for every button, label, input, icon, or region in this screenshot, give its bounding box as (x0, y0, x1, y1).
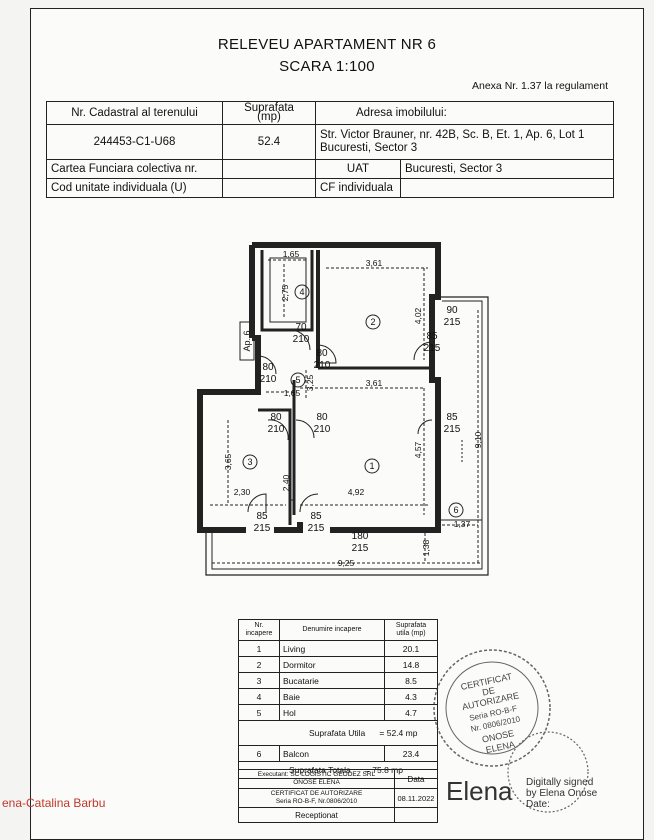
dim-9-25: 9,25 (338, 558, 355, 568)
door-width-180: 180 (352, 531, 369, 542)
door-height-210d: 210 (268, 424, 285, 435)
room-number-3: 3 (247, 457, 252, 467)
door-height-210c: 210 (260, 374, 277, 385)
dim-3-61-top: 3,61 (366, 258, 383, 268)
left-signature: ena-Catalina Barbu (2, 796, 106, 810)
door-height-215d: 215 (444, 424, 461, 435)
room-number-2: 2 (370, 317, 375, 327)
door-width-80d: 80 (316, 412, 328, 423)
surface-value: 52.4 (222, 124, 316, 160)
dim-9-10: 9,10 (473, 431, 483, 448)
door-width-90: 90 (446, 305, 458, 316)
dim-1-37: 1,37 (454, 519, 471, 529)
door-width-80a: 80 (316, 348, 328, 359)
door-height-215f: 215 (352, 543, 369, 554)
document-scale: SCARA 1:100 (279, 58, 375, 75)
dim-3-25: 3,25 (305, 374, 315, 391)
door-height-210a: 210 (293, 334, 310, 345)
dim-4-92: 4,92 (348, 487, 365, 497)
door-width-70: 70 (295, 322, 307, 333)
door-width-85c: 85 (446, 412, 458, 423)
dim-2-40: 2,40 (281, 474, 291, 491)
room-number-6: 6 (453, 505, 458, 515)
cadastral-value: 244453-C1-U68 (46, 124, 223, 160)
floor-plan: 4 2 5 3 1 6 Ap. 6 1,65 2,75 3,61 4,02 3,… (197, 242, 489, 576)
door-height-215e: 215 (308, 523, 325, 534)
dim-3-65: 3,65 (223, 453, 233, 470)
door-height-215b: 215 (444, 317, 461, 328)
unit-code-label: Cod unitate individuala (U) (46, 178, 223, 198)
stamp-line-2: DE (481, 685, 495, 697)
room-number-4: 4 (299, 287, 304, 297)
room-number-5: 5 (295, 375, 300, 385)
door-height-215c: 215 (424, 343, 441, 354)
door-height-215a: 215 (254, 523, 271, 534)
door-width-80b: 80 (262, 362, 274, 373)
door-width-85b: 85 (426, 331, 438, 342)
digital-signature-note: Digitally signed by Elena Onose Date: (526, 777, 598, 810)
date-label: Data (394, 769, 438, 789)
property-header-table: Nr. Cadastral al terenului Suprafata (mp… (46, 101, 614, 198)
dim-4-02: 4,02 (413, 307, 423, 324)
dim-1-65-top: 1,65 (283, 249, 300, 259)
annex-note: Anexa Nr. 1.37 la regulament (472, 80, 608, 92)
dim-3-61-mid: 3,61 (366, 378, 383, 388)
address-label: Adresa imobilului: (315, 101, 614, 125)
right-signature-name: Elena (446, 776, 513, 806)
authorization-stamp: CERTIFICAT DE AUTORIZARE Seria RO-B-F Nr… (433, 649, 589, 813)
document-page: { "title": "RELEVEU APARTAMENT NR 6", "s… (2, 8, 644, 840)
door-height-210b: 210 (314, 360, 331, 371)
dim-2-75: 2,75 (280, 284, 290, 301)
dim-2-30: 2,30 (234, 487, 251, 497)
apartment-label: Ap. 6 (242, 330, 252, 351)
document-title: RELEVEU APARTAMENT NR 6 (217, 36, 437, 53)
room-number-1: 1 (369, 461, 374, 471)
door-height-210e: 210 (314, 424, 331, 435)
address-value: Str. Victor Brauner, nr. 42B, Sc. B, Et.… (315, 124, 614, 160)
cf-individual-label: CF individuala (315, 178, 401, 198)
door-width-85a: 85 (256, 511, 268, 522)
door-width-80c: 80 (270, 412, 282, 423)
dim-1-38: 1,38 (421, 539, 431, 556)
dim-4-57: 4,57 (413, 441, 423, 458)
door-width-85d: 85 (310, 511, 322, 522)
dim-1-65-hall: 1,65 (284, 388, 301, 398)
